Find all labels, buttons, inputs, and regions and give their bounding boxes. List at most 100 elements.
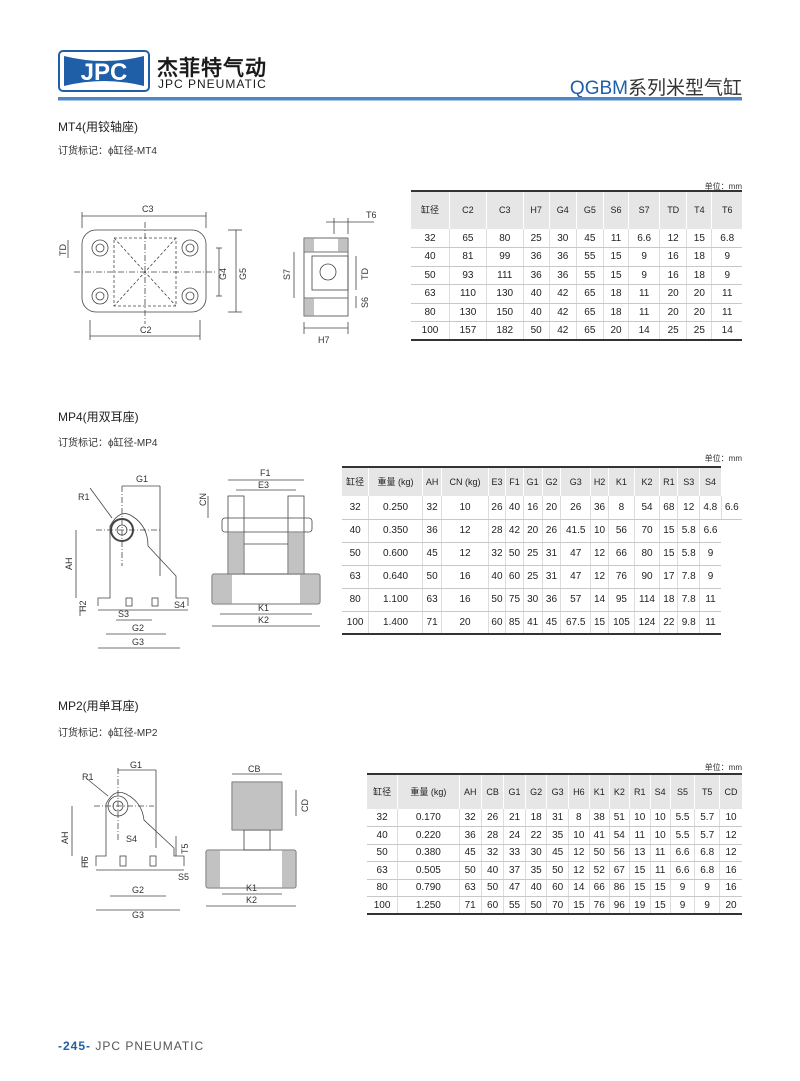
table-cell: 5.8 [677, 542, 700, 566]
table-cell: 31 [546, 809, 569, 827]
table-cell: 32 [422, 496, 443, 520]
mp2-col-header: S4 [650, 773, 671, 809]
table-cell: 32 [459, 809, 482, 827]
table-cell: 8 [608, 496, 635, 520]
table-cell: 50 [342, 542, 370, 566]
mp2-col-header: R1 [629, 773, 651, 809]
table-cell: 31 [542, 565, 562, 589]
mp4-col-header: S4 [699, 466, 722, 496]
table-cell: 42 [549, 321, 577, 341]
table-cell: 55 [576, 247, 604, 267]
table-cell: 76 [608, 565, 635, 589]
table-cell: 18 [603, 284, 630, 304]
table-cell: 40 [523, 284, 550, 304]
mp2-col-header: AH [459, 773, 482, 809]
table-cell: 40 [411, 247, 451, 267]
mp4-col-header: CN (kg) [441, 466, 489, 496]
table-cell: 6.6 [670, 844, 696, 862]
header-rule-thin [58, 100, 742, 101]
table-cell: 40 [342, 519, 370, 543]
mp2-col-header: G2 [525, 773, 548, 809]
table-cell: 9 [670, 879, 696, 897]
mp4-label-r1: R1 [78, 492, 90, 502]
mp4-col-header: H2 [590, 466, 610, 496]
table-cell: 13 [629, 844, 651, 862]
table-cell: 12 [568, 861, 590, 880]
table-cell: 8 [568, 809, 590, 827]
table-cell: 40 [488, 565, 507, 589]
table-cell: 12 [677, 496, 700, 520]
table-cell: 9 [699, 542, 722, 566]
mp4-col-header: G3 [560, 466, 592, 496]
table-cell: 67 [609, 861, 630, 880]
mt4-title: MT4(用铰轴座) [58, 120, 138, 134]
table-cell: 50 [367, 844, 399, 862]
mp2-col-header: 重量 (kg) [397, 773, 460, 809]
mp4-col-header: F1 [505, 466, 524, 496]
page-footer: -245- JPC PNEUMATIC [58, 1039, 204, 1053]
table-cell: 12 [441, 519, 489, 543]
series-name: 系列米型气缸 [627, 78, 742, 99]
mp2-title: MP2(用单耳座) [58, 699, 139, 713]
table-cell: 20 [441, 611, 489, 635]
table-cell: 7.8 [677, 588, 700, 612]
table-cell: 11 [699, 611, 722, 635]
table-cell: 50 [505, 542, 524, 566]
table-cell: 90 [634, 565, 661, 589]
mp4-col-header: S3 [677, 466, 700, 496]
table-cell: 10 [568, 826, 590, 845]
table-cell: 26 [542, 519, 562, 543]
table-cell: 32 [342, 496, 370, 520]
table-cell: 16 [719, 861, 742, 880]
table-cell: 51 [609, 809, 630, 827]
mp2-order-code: 订货标记：ϕ缸径-MP2 [58, 728, 158, 739]
table-cell: 99 [486, 247, 524, 267]
mp4-label-h2: H2 [78, 600, 88, 612]
table-cell: 20 [659, 303, 688, 322]
table-cell: 30 [525, 844, 548, 862]
table-cell: 25 [686, 321, 713, 341]
table-cell: 65 [449, 229, 487, 248]
table-cell: 18 [525, 809, 548, 827]
mt4-order-code: 订货标记：ϕ缸径-MT4 [58, 146, 157, 157]
table-cell: 50 [589, 844, 610, 862]
table-cell: 80 [486, 229, 524, 248]
mt4-col-header: G4 [549, 190, 577, 229]
table-cell: 63 [342, 565, 370, 589]
mp2-col-header: K1 [589, 773, 610, 809]
mp2-col-header: 缸径 [367, 773, 399, 809]
table-cell: 16 [441, 588, 489, 612]
table-cell: 9 [628, 247, 661, 267]
mp4-label-e3: E3 [258, 480, 269, 490]
mp2-label-g1: G1 [130, 760, 142, 770]
mp4-col-header: G1 [523, 466, 543, 496]
table-cell: 14 [711, 321, 742, 341]
table-cell: 12 [590, 565, 610, 589]
table-cell: 35 [546, 826, 569, 845]
table-cell: 50 [422, 565, 443, 589]
table-cell: 15 [659, 542, 679, 566]
mp4-label-k2: K2 [258, 615, 269, 625]
table-cell: 66 [589, 879, 610, 897]
table-cell: 17 [659, 565, 679, 589]
table-cell: 70 [634, 519, 661, 543]
mp4-col-header: R1 [659, 466, 679, 496]
table-cell: 11 [650, 844, 671, 862]
table-cell: 10 [629, 809, 651, 827]
table-cell: 20 [686, 284, 713, 304]
table-cell: 60 [505, 565, 524, 589]
mt4-label-t6: T6 [366, 210, 377, 220]
table-cell: 0.640 [368, 565, 423, 589]
table-cell: 80 [342, 588, 370, 612]
table-cell: 15 [629, 879, 651, 897]
table-cell: 0.790 [397, 879, 460, 897]
mp2-label-cd: CD [300, 799, 310, 812]
table-cell: 47 [503, 879, 526, 897]
table-cell: 15 [568, 896, 590, 915]
